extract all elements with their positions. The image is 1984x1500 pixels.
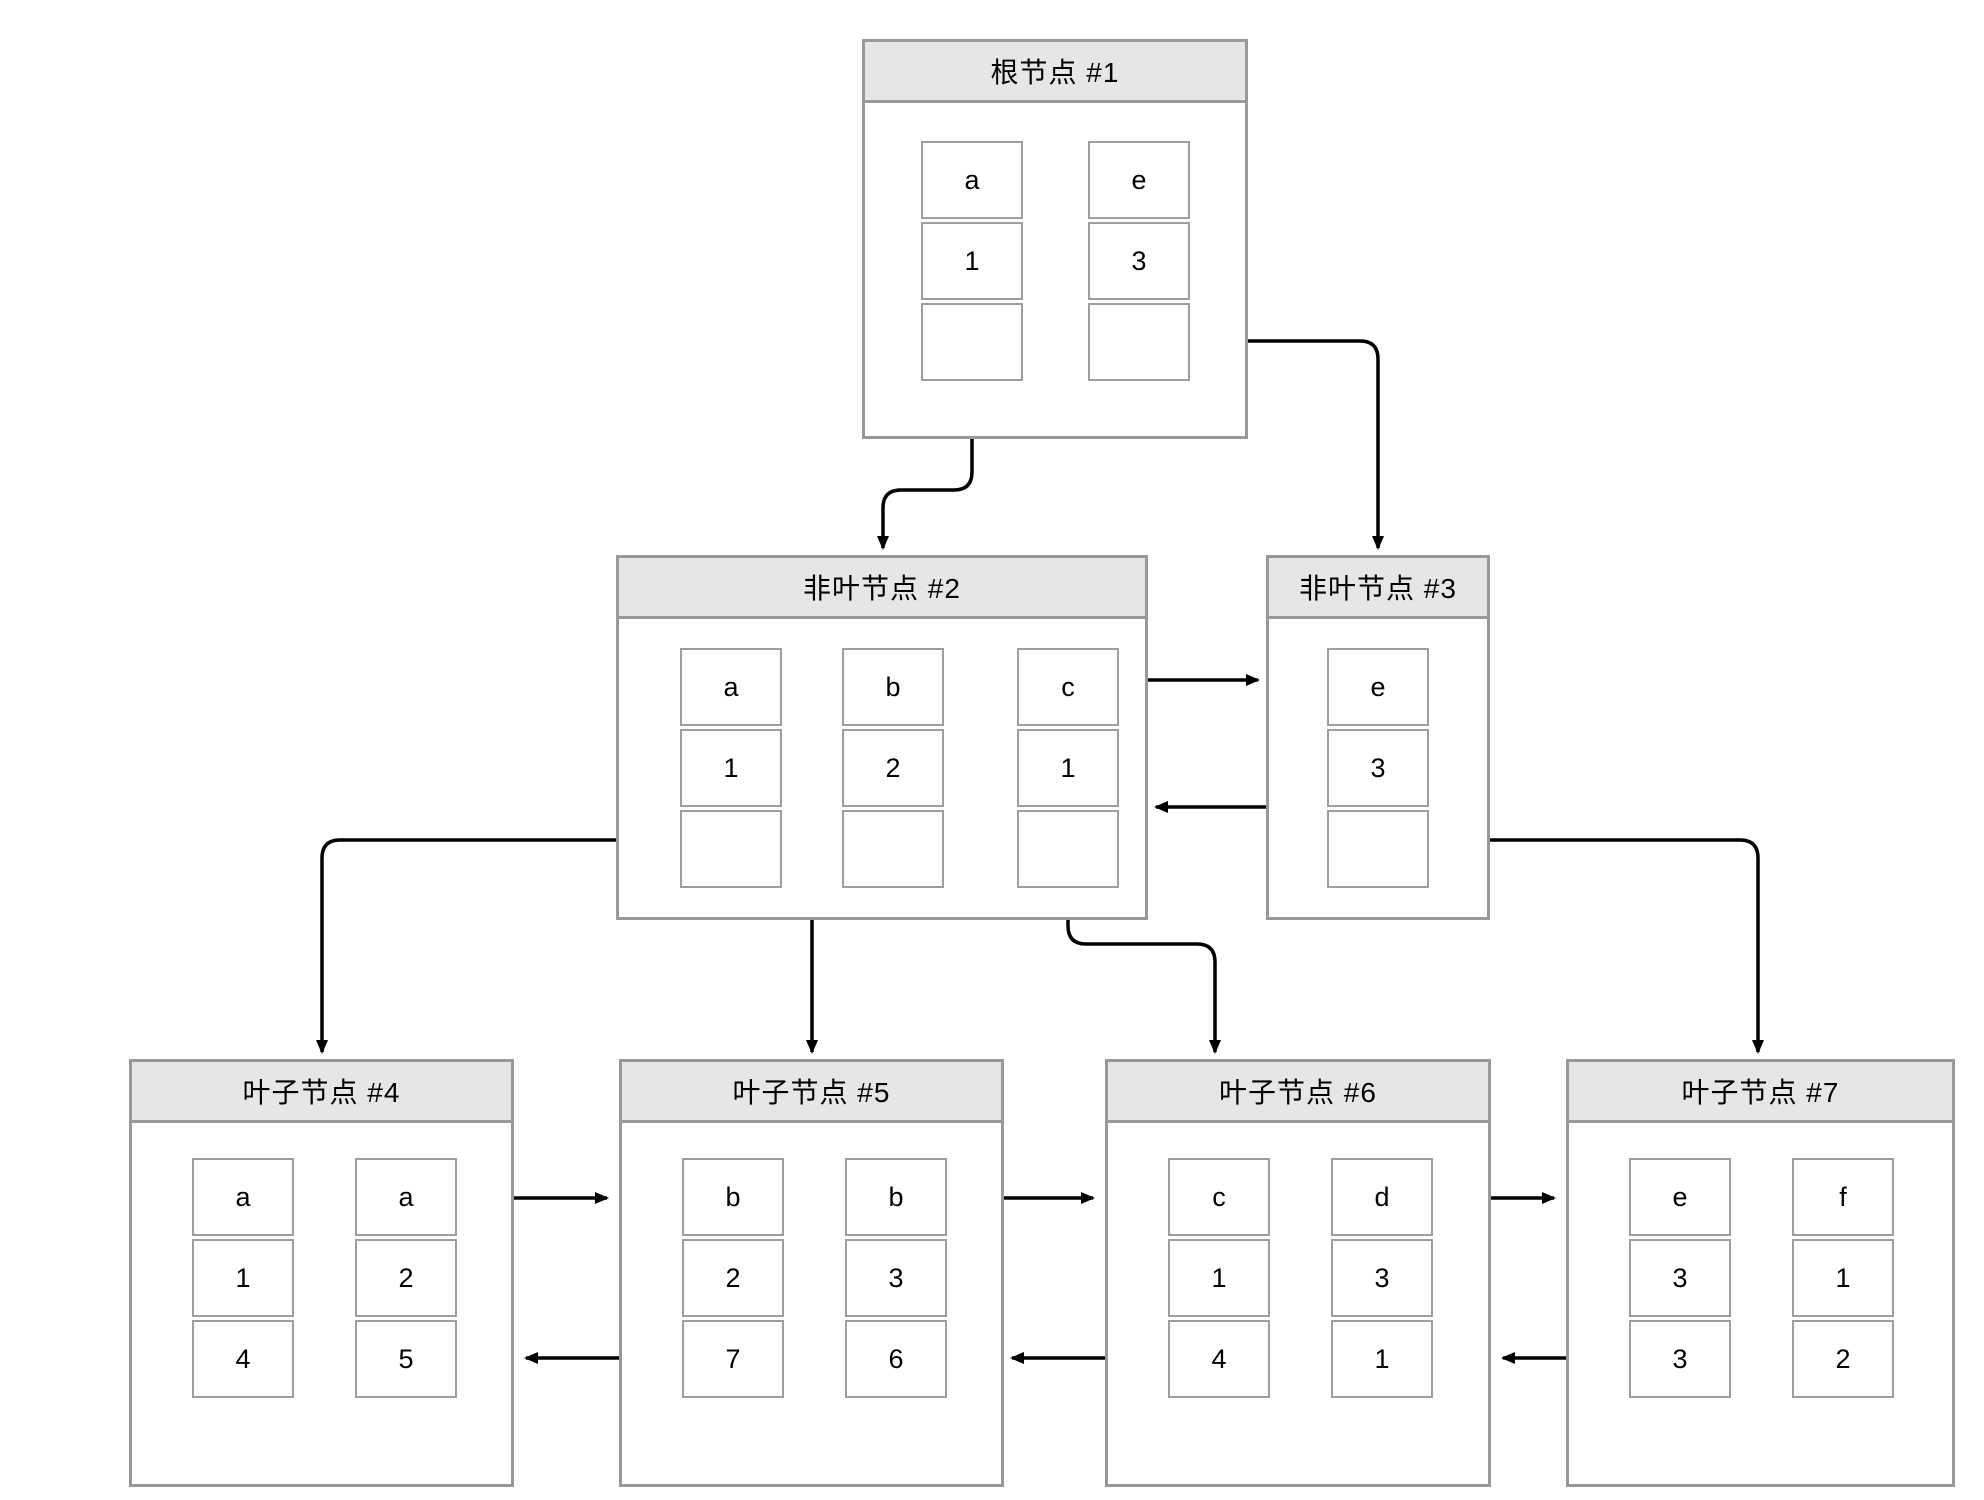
node-leaf-4-cell-0: a 1 4: [192, 1158, 294, 1398]
node-leaf-7-title: 叶子节点 #7: [1569, 1062, 1952, 1123]
cell-value: 3: [1088, 222, 1190, 300]
cell-pointer: [1327, 810, 1429, 888]
cell-value: 1: [680, 729, 782, 807]
node-internal-3-cell-0: e 3: [1327, 648, 1429, 888]
node-root-1: 根节点 #1: [862, 39, 1248, 439]
node-leaf-7-cell-1: f 1 2: [1792, 1158, 1894, 1398]
cell-key: c: [1017, 648, 1119, 726]
node-leaf-5-cell-1: b 3 6: [845, 1158, 947, 1398]
cell-pointer: [680, 810, 782, 888]
cell-pointer: [921, 303, 1023, 381]
node-root-1-title: 根节点 #1: [865, 42, 1245, 103]
cell-key: a: [192, 1158, 294, 1236]
node-leaf-5-cell-0: b 2 7: [682, 1158, 784, 1398]
cell-key: b: [842, 648, 944, 726]
cell-value: 1: [921, 222, 1023, 300]
cell-value-2: 2: [1792, 1320, 1894, 1398]
node-leaf-6: 叶子节点 #6: [1105, 1059, 1491, 1487]
cell-value-2: 5: [355, 1320, 457, 1398]
cell-key: b: [845, 1158, 947, 1236]
node-leaf-6-cell-1: d 3 1: [1331, 1158, 1433, 1398]
cell-pointer: [1088, 303, 1190, 381]
node-leaf-5-title: 叶子节点 #5: [622, 1062, 1001, 1123]
node-leaf-6-title: 叶子节点 #6: [1108, 1062, 1488, 1123]
cell-value: 2: [355, 1239, 457, 1317]
node-internal-2-title: 非叶节点 #2: [619, 558, 1145, 619]
node-leaf-4-cell-1: a 2 5: [355, 1158, 457, 1398]
node-leaf-4-title: 叶子节点 #4: [132, 1062, 511, 1123]
cell-value: 3: [1331, 1239, 1433, 1317]
node-leaf-7-cell-0: e 3 3: [1629, 1158, 1731, 1398]
cell-value: 1: [1017, 729, 1119, 807]
cell-pointer: [1017, 810, 1119, 888]
cell-value: 2: [682, 1239, 784, 1317]
cell-key: e: [1327, 648, 1429, 726]
cell-value-2: 3: [1629, 1320, 1731, 1398]
node-internal-3-title: 非叶节点 #3: [1269, 558, 1487, 619]
cell-value: 3: [1629, 1239, 1731, 1317]
cell-value-2: 4: [1168, 1320, 1270, 1398]
cell-value-2: 1: [1331, 1320, 1433, 1398]
node-leaf-7: 叶子节点 #7: [1566, 1059, 1955, 1487]
cell-value-2: 7: [682, 1320, 784, 1398]
node-internal-2-cell-2: c 1: [1017, 648, 1119, 888]
node-leaf-6-cell-0: c 1 4: [1168, 1158, 1270, 1398]
cell-key: a: [921, 141, 1023, 219]
cell-key: a: [680, 648, 782, 726]
cell-key: a: [355, 1158, 457, 1236]
cell-value: 3: [1327, 729, 1429, 807]
node-root-1-cell-0: a 1: [921, 141, 1023, 381]
cell-value-2: 4: [192, 1320, 294, 1398]
cell-pointer: [842, 810, 944, 888]
cell-key: e: [1629, 1158, 1731, 1236]
cell-key: b: [682, 1158, 784, 1236]
node-internal-2-cell-1: b 2: [842, 648, 944, 888]
node-internal-2-cell-0: a 1: [680, 648, 782, 888]
cell-key: e: [1088, 141, 1190, 219]
node-root-1-cell-1: e 3: [1088, 141, 1190, 381]
cell-value: 1: [192, 1239, 294, 1317]
cell-value: 2: [842, 729, 944, 807]
cell-value: 3: [845, 1239, 947, 1317]
cell-value-2: 6: [845, 1320, 947, 1398]
cell-value: 1: [1792, 1239, 1894, 1317]
cell-key: d: [1331, 1158, 1433, 1236]
cell-key: f: [1792, 1158, 1894, 1236]
cell-value: 1: [1168, 1239, 1270, 1317]
cell-key: c: [1168, 1158, 1270, 1236]
